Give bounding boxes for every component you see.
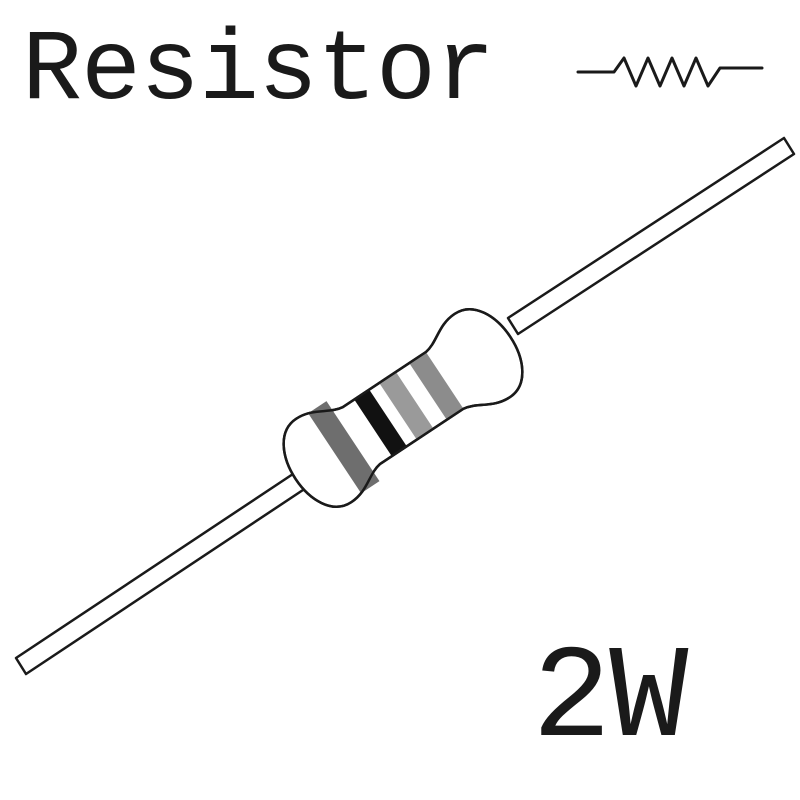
zigzag-line — [576, 56, 764, 88]
lead-wire-lower — [14, 466, 314, 676]
lead-wire-upper — [506, 136, 796, 336]
power-rating-text: 2W — [532, 625, 688, 775]
band-1 — [308, 401, 380, 494]
band-2 — [353, 388, 408, 458]
title-text: Resistor — [22, 16, 495, 129]
resistor-body — [282, 308, 524, 508]
resistor-zigzag-icon — [576, 56, 764, 88]
band-4 — [408, 351, 465, 421]
band-3 — [379, 371, 434, 440]
body-outline-stroke — [282, 308, 524, 508]
lead-wire — [14, 136, 796, 676]
